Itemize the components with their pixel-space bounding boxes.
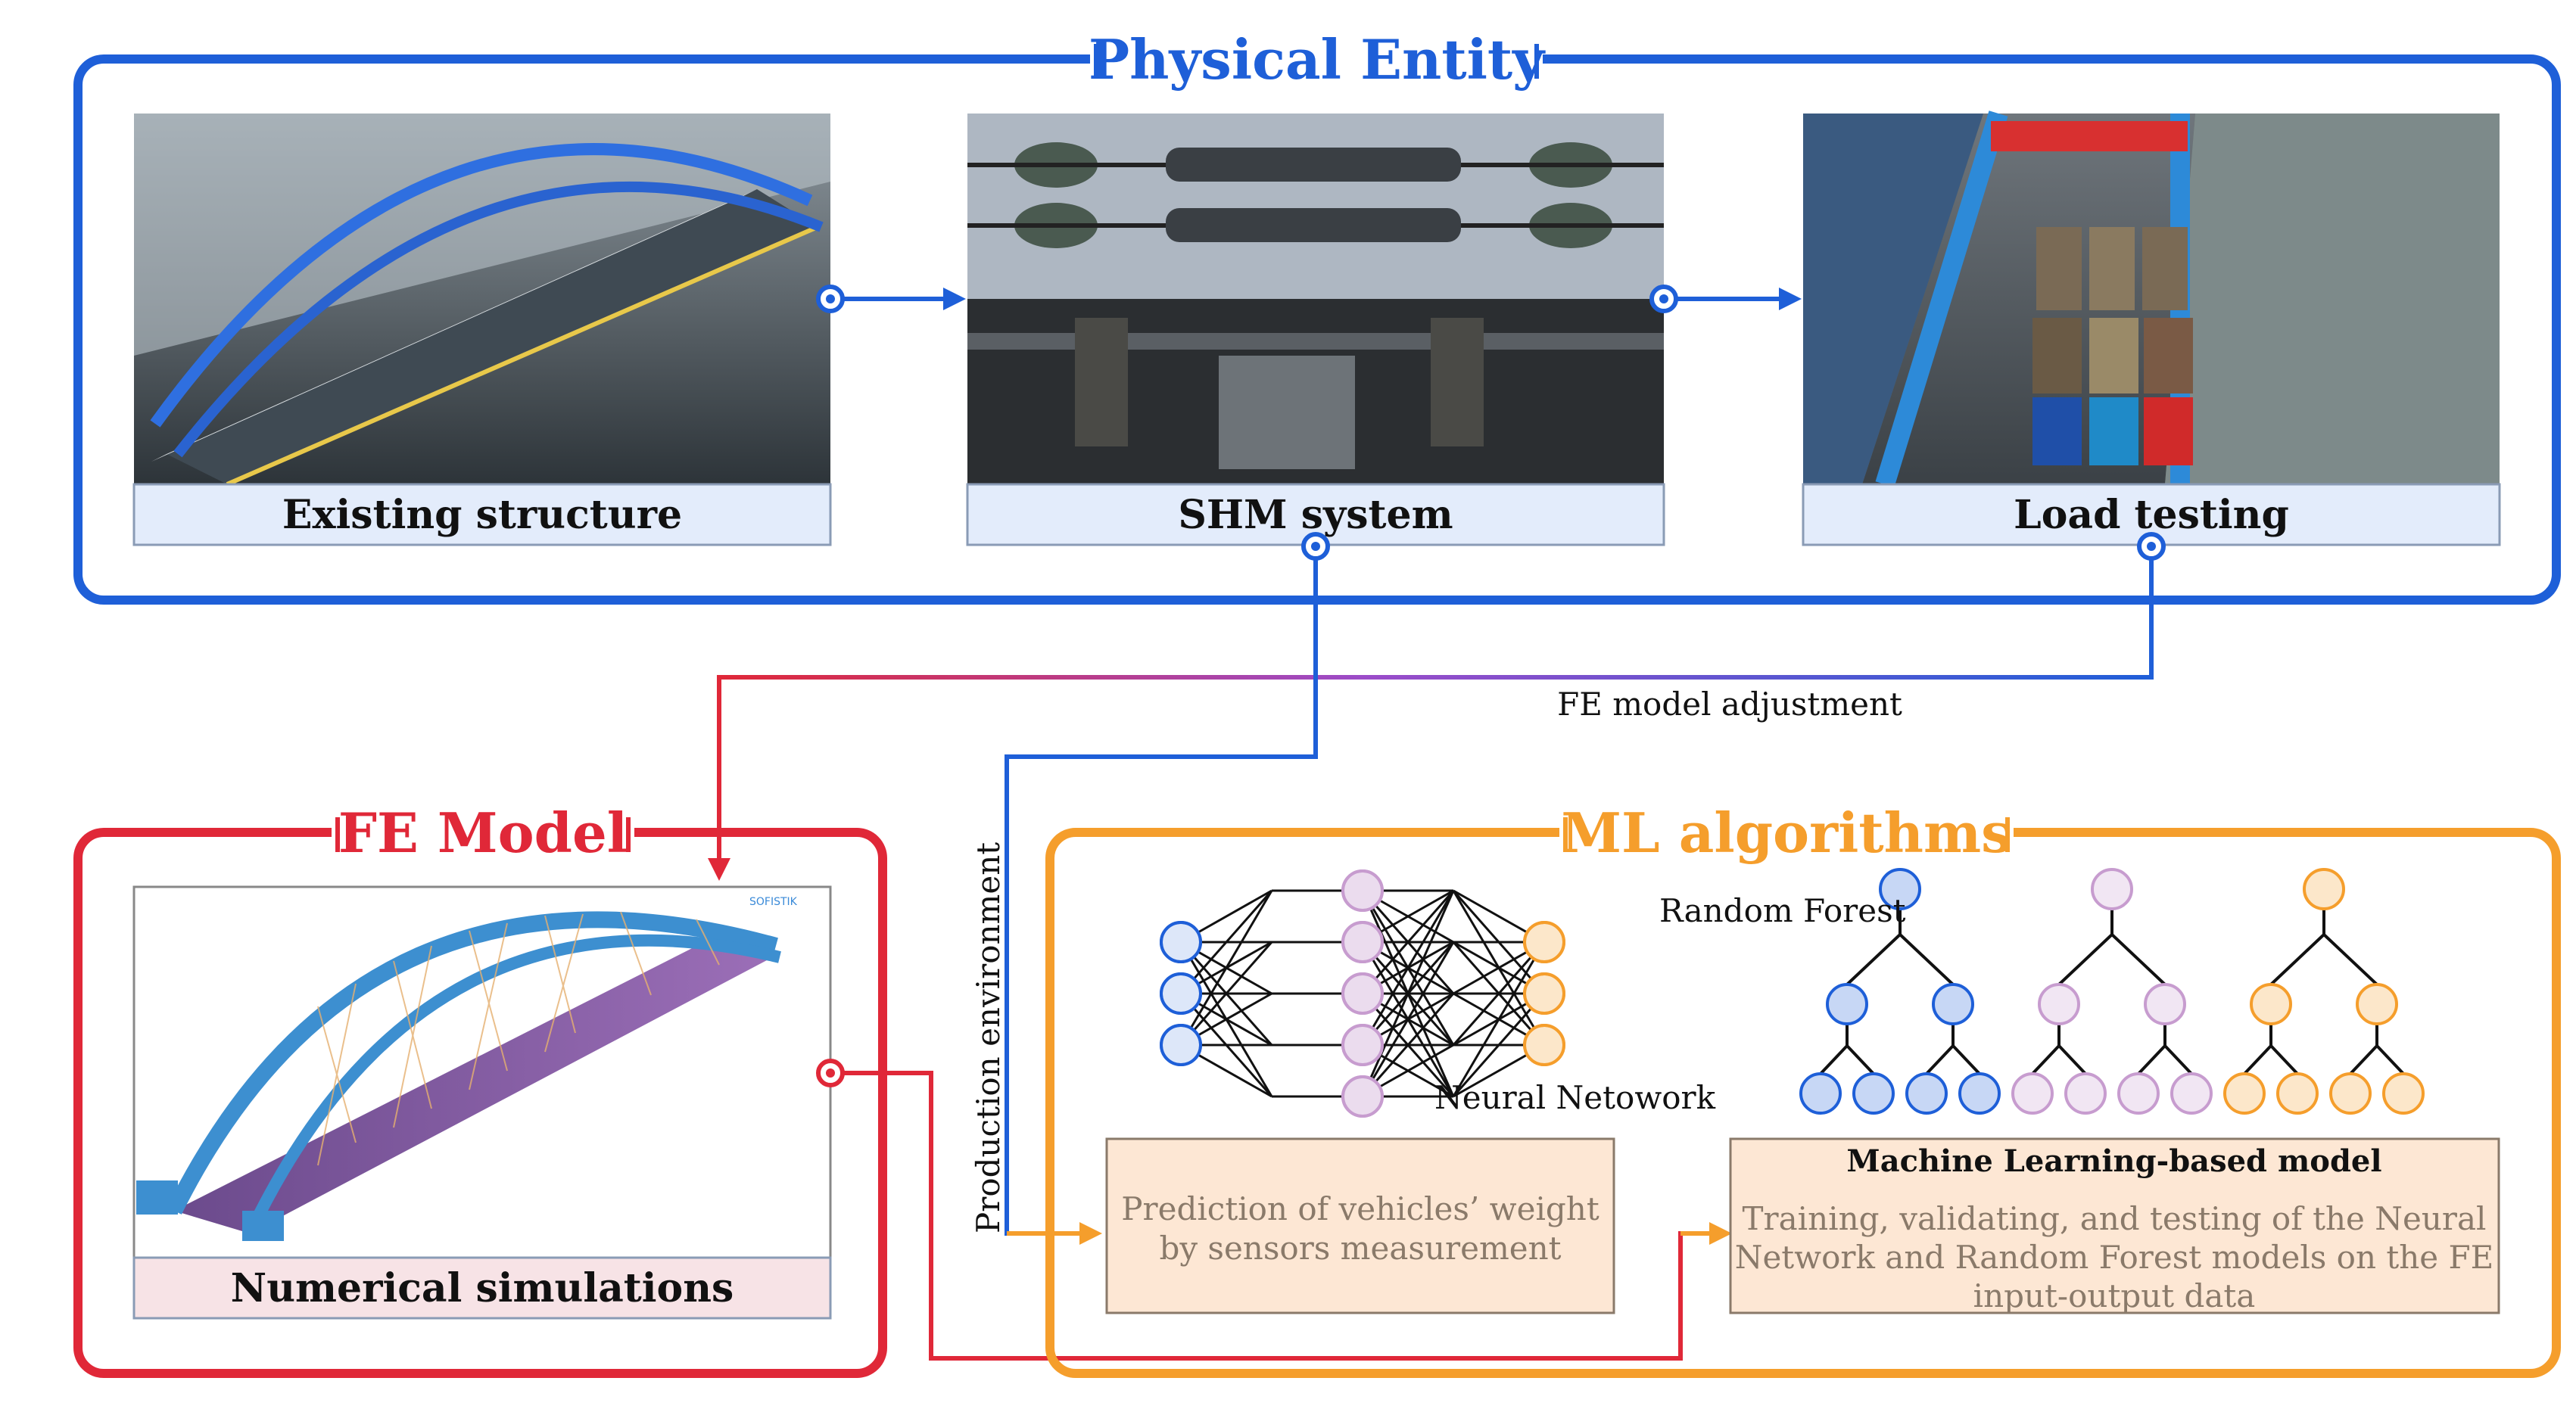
rf-leaf-node	[1852, 1072, 1895, 1115]
ml-model-box	[1729, 1137, 2500, 1314]
rf-split-node	[1826, 983, 1868, 1025]
rf-split-node	[2250, 983, 2292, 1025]
nn-hidden-node	[1341, 1024, 1384, 1066]
ml-group: ML algorithms Neural Netowork Random For…	[1045, 798, 2561, 1378]
nn-output-node	[1523, 921, 1565, 963]
bridge-arch-1	[150, 143, 813, 428]
rf-edge	[2269, 909, 2325, 986]
rf-leaf-node	[2011, 1072, 2054, 1115]
rf-leaf-node	[1905, 1072, 1948, 1115]
rf-root-node	[1879, 868, 1921, 910]
rf-split-node	[2038, 983, 2080, 1025]
ml-model-line-2: Network and Random Forest models on the …	[1735, 1239, 2494, 1276]
rf-leaf-node	[1958, 1072, 2001, 1115]
prediction-line-2: by sensors measurement	[1159, 1230, 1561, 1267]
nn-edge	[1452, 941, 1546, 1046]
nn-input-node	[1160, 921, 1202, 963]
rf-leaf-node	[2276, 1072, 2319, 1115]
physical-entity-group: Physical Entity Existing structure	[73, 23, 2561, 605]
panel-load-testing: Load testing	[1802, 110, 2501, 546]
rf-edge	[2057, 909, 2113, 986]
rf-edge	[1899, 909, 1955, 986]
nn-edge	[1179, 890, 1273, 1046]
nn-edge	[1452, 993, 1546, 1097]
nn-edge	[1361, 890, 1455, 994]
rf-edge	[1819, 1024, 1849, 1075]
rf-split-node	[2144, 983, 2186, 1025]
rf-edge	[1951, 1024, 1981, 1075]
rf-root-node	[2091, 868, 2133, 910]
caption-load-testing: Load testing	[2014, 492, 2289, 538]
rf-edge	[2137, 1024, 2166, 1075]
rf-leaf-node	[2382, 1072, 2425, 1115]
rf-edge	[2375, 1024, 2405, 1075]
rf-edge	[1846, 1024, 1875, 1075]
rf-leaf-node	[2064, 1072, 2107, 1115]
ml-model-line-3: input-output data	[1973, 1277, 2256, 1314]
nn-edge	[1361, 890, 1455, 1046]
fe-logo: SOFISTIK	[749, 896, 798, 908]
panel-existing-structure: Existing structure	[132, 114, 832, 546]
rf-edge	[2057, 1024, 2087, 1075]
fe-adjustment-path	[708, 546, 2154, 881]
rf-leaf-node	[2117, 1072, 2160, 1115]
rf-edge	[2163, 1024, 2193, 1075]
ml-model-line-1: Training, validating, and testing of the…	[1743, 1200, 2487, 1237]
caption-existing-structure: Existing structure	[282, 492, 682, 538]
nn-hidden-node	[1341, 1075, 1384, 1118]
rf-edge	[2031, 1024, 2060, 1075]
caption-shm-system: SHM system	[1178, 492, 1453, 538]
panel-shm-system: SHM system	[966, 114, 1665, 546]
nn-input-node	[1160, 972, 1202, 1015]
fe-model-group: FE Model SOFISTIK Numerical simulations	[73, 798, 887, 1378]
rf-edge	[2269, 1024, 2299, 1075]
prediction-box	[1105, 1137, 1615, 1314]
neural-network	[1160, 869, 1565, 1118]
nn-edge	[1179, 941, 1273, 1046]
ml-model-title: Machine Learning-based model	[1846, 1143, 2381, 1179]
nn-hidden-node	[1341, 869, 1384, 912]
fe-model-title: FE Model	[338, 801, 628, 865]
fe-arch-main	[167, 911, 778, 1215]
connectors-group: FE model adjustment Production environme…	[708, 532, 2166, 1361]
nn-hidden-node	[1341, 972, 1384, 1015]
rf-edge	[1925, 1024, 1955, 1075]
rf-leaf-node	[2329, 1072, 2372, 1115]
neural-network-label: Neural Netowork	[1434, 1079, 1716, 1116]
physical-entity-title-bg	[1090, 23, 1543, 98]
random-forest	[1799, 868, 2425, 1115]
rf-edge	[2349, 1024, 2378, 1075]
rf-edge	[2243, 1024, 2272, 1075]
fe-arch-second	[244, 934, 781, 1236]
rf-leaf-node	[2170, 1072, 2213, 1115]
nn-edge	[1361, 890, 1455, 1097]
physical-entity-title: Physical Entity	[1089, 27, 1546, 92]
rf-leaf-node	[2223, 1072, 2266, 1115]
rf-split-node	[1932, 983, 1974, 1025]
prediction-line-1: Prediction of vehicles’ weight	[1121, 1190, 1599, 1227]
random-forest-label: Random Forest	[1659, 892, 1906, 929]
rf-split-node	[2356, 983, 2398, 1025]
fe-adjustment-label: FE model adjustment	[1557, 686, 1902, 723]
nn-input-node	[1160, 1024, 1202, 1066]
trucks	[2032, 227, 2193, 465]
production-environment-label: Production environment	[970, 842, 1007, 1233]
rf-edge	[2110, 909, 2166, 986]
nn-edge	[1452, 941, 1546, 1097]
rf-edge	[2322, 909, 2378, 986]
rf-root-node	[2303, 868, 2345, 910]
nn-edge	[1179, 890, 1273, 994]
nn-output-node	[1523, 972, 1565, 1015]
nn-edge	[1361, 993, 1455, 1097]
nn-edge	[1361, 941, 1455, 1097]
nn-output-node	[1523, 1024, 1565, 1066]
nn-hidden-node	[1341, 921, 1384, 963]
caption-numerical-simulations: Numerical simulations	[231, 1265, 734, 1311]
ml-title: ML algorithms	[1561, 801, 2011, 865]
rf-leaf-node	[1799, 1072, 1842, 1115]
bridge-arch-2	[173, 181, 824, 458]
